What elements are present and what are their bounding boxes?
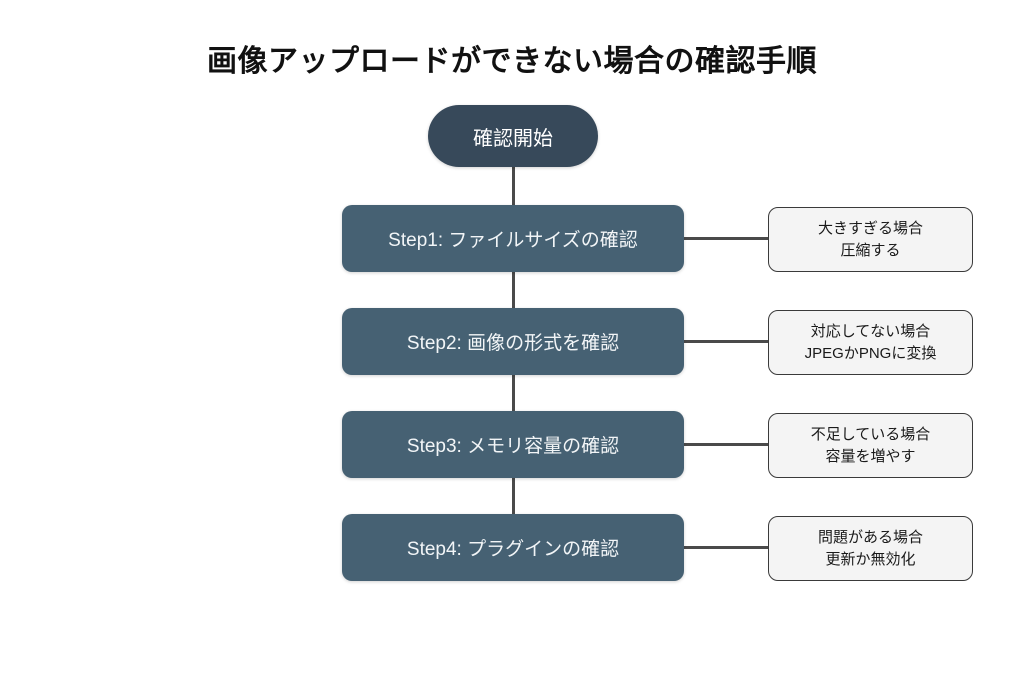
- node-step-3-label: Step3: メモリ容量の確認: [406, 436, 620, 457]
- connector-step3-to-note3: [684, 443, 768, 446]
- connector-step1-to-note1: [684, 237, 768, 240]
- page-title: 画像アップロードができない場合の確認手順: [207, 44, 817, 79]
- node-start[interactable]: 確認開始: [428, 105, 598, 167]
- note-step-2-line-2: JPEGかPNGに変換: [804, 344, 937, 362]
- node-step-1[interactable]: Step1: ファイルサイズの確認: [342, 205, 684, 272]
- note-step-2[interactable]: 対応してない場合 JPEGかPNGに変換: [768, 310, 973, 375]
- connector-step1-to-step2: [512, 272, 515, 308]
- note-step-2-line-1: 対応してない場合: [810, 322, 931, 340]
- note-step-3[interactable]: 不足している場合 容量を増やす: [768, 413, 973, 478]
- connector-step2-to-note2: [684, 340, 768, 343]
- connector-start-to-step1: [512, 167, 515, 205]
- connector-step3-to-step4: [512, 478, 515, 514]
- note-step-1[interactable]: 大きすぎる場合 圧縮する: [768, 207, 973, 272]
- note-step-1-line-1: 大きすぎる場合: [817, 219, 923, 237]
- node-step-4[interactable]: Step4: プラグインの確認: [342, 514, 684, 581]
- connector-step2-to-step3: [512, 375, 515, 411]
- note-step-4-line-2: 更新か無効化: [825, 550, 916, 568]
- note-step-1-line-2: 圧縮する: [840, 241, 901, 259]
- node-start-label: 確認開始: [473, 127, 553, 150]
- node-step-2[interactable]: Step2: 画像の形式を確認: [342, 308, 684, 375]
- node-step-3[interactable]: Step3: メモリ容量の確認: [342, 411, 684, 478]
- node-step-1-label: Step1: ファイルサイズの確認: [388, 230, 638, 251]
- note-step-3-line-1: 不足している場合: [810, 425, 931, 443]
- node-step-2-label: Step2: 画像の形式を確認: [406, 333, 620, 354]
- note-step-4[interactable]: 問題がある場合 更新か無効化: [768, 516, 973, 581]
- connector-step4-to-note4: [684, 546, 768, 549]
- note-step-4-line-1: 問題がある場合: [817, 528, 923, 546]
- node-step-4-label: Step4: プラグインの確認: [406, 539, 620, 560]
- note-step-3-line-2: 容量を増やす: [825, 447, 916, 465]
